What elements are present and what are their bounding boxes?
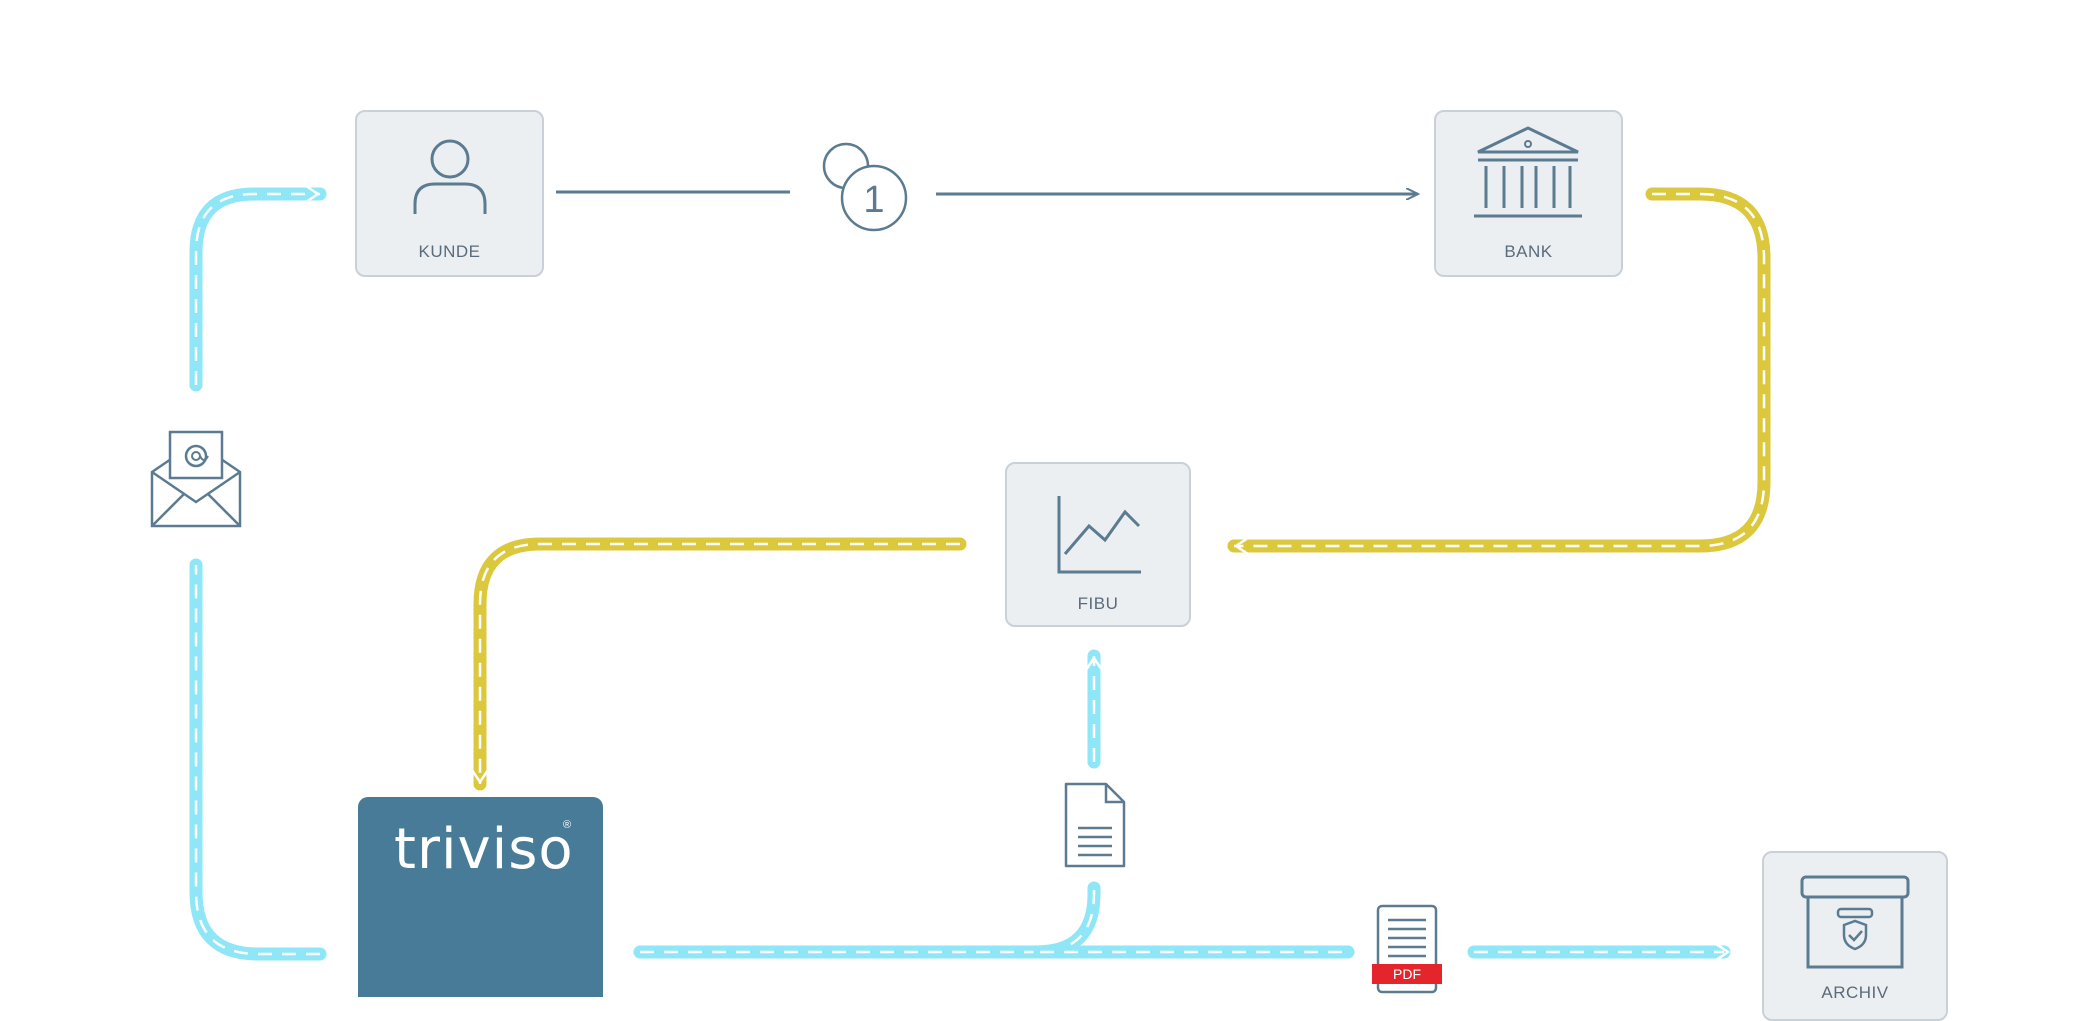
blue-flow-to-fibu [633,649,1104,959]
document-icon [1064,782,1126,868]
person-icon [413,139,487,214]
triviso-logo: triviso [394,817,574,882]
step-number: 1 [863,179,884,221]
pdf-badge-label: PDF [1393,966,1421,982]
blue-flow-to-archiv [1467,942,1731,962]
flow-lines [189,184,1771,962]
node-kunde[interactable]: KUNDE [355,110,544,277]
line-chart-icon [1057,496,1141,574]
node-fibu[interactable]: FIBU [1005,462,1191,627]
blue-flow-left [189,184,327,961]
email-envelope-icon [150,430,242,528]
step-marker: 1 [822,142,908,232]
registered-mark: ® [563,819,572,831]
bank-building-icon [1474,126,1582,218]
node-archiv[interactable]: ARCHIV [1762,851,1948,1021]
archive-box-icon [1800,875,1910,969]
pdf-file-icon: PDF [1372,904,1442,994]
node-archiv-label: ARCHIV [1821,983,1889,1002]
node-kunde-label: KUNDE [418,242,481,261]
yellow-flow-fibu-to-triviso [470,537,967,791]
triviso-logo-box[interactable]: triviso ® [358,797,603,997]
node-fibu-label: FIBU [1077,594,1119,613]
node-bank-label: BANK [1504,242,1553,261]
yellow-flow-bank-to-fibu [1227,187,1771,556]
diagram-canvas: 1 KUNDE BANK FIBU [150,110,1948,1021]
node-bank[interactable]: BANK [1434,110,1623,277]
